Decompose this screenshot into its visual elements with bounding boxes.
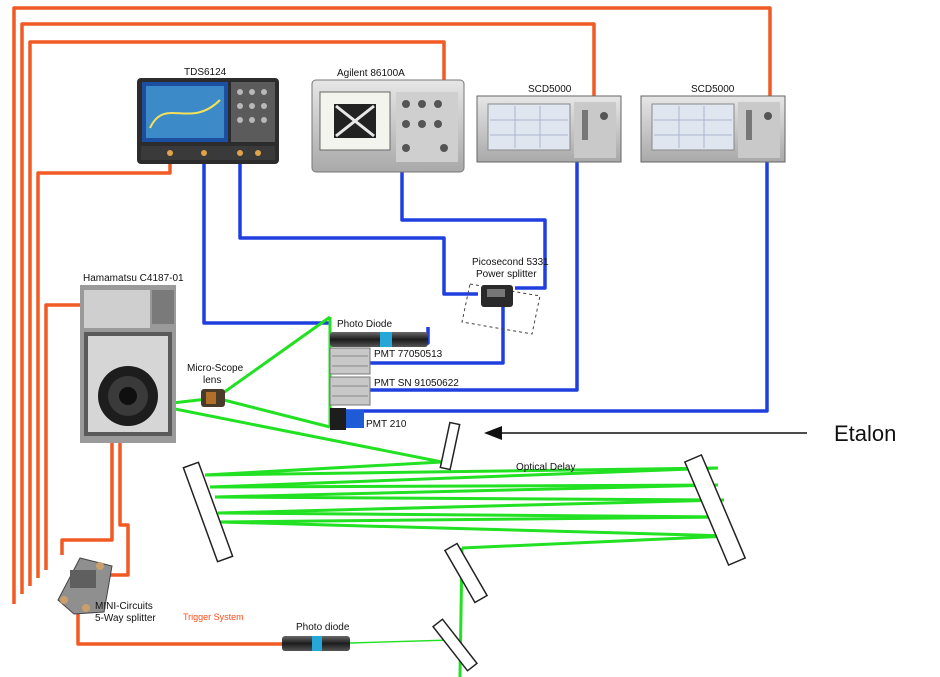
scd5000-right <box>640 95 786 163</box>
pmt-77050513 <box>329 347 371 375</box>
arrow-left-icon <box>484 426 807 440</box>
hamamatsu-c4187-camera <box>80 285 176 443</box>
tds6124-label: TDS6124 <box>184 67 227 78</box>
minicircuits-label-line2: 5-Way splitter <box>95 613 156 624</box>
picosecond-power-splitter <box>461 283 541 335</box>
photo-diode-bottom <box>282 636 350 651</box>
optical-delay-label: Optical Delay <box>516 462 575 473</box>
picosecond-label-line2: Power splitter <box>476 269 537 280</box>
microscope-lens <box>201 389 225 407</box>
agilent-label: Agilent 86100A <box>337 68 405 79</box>
trigger-system-label: Trigger System <box>183 612 244 622</box>
pmt-3-label: PMT 210 <box>366 419 407 430</box>
picosecond-label-line1: Picosecond 5331 <box>472 257 549 268</box>
etalon-label: Etalon <box>834 421 896 446</box>
minicircuits-splitter <box>57 557 113 615</box>
pmt-210 <box>330 408 364 430</box>
microscope-label-line2: lens <box>203 375 221 386</box>
agilent-86100a <box>311 79 465 173</box>
photo-diode-top-label: Photo Diode <box>337 319 392 330</box>
pmt-sn-91050622 <box>329 376 371 406</box>
scd-left-label: SCD5000 <box>528 84 572 95</box>
scd5000-left <box>476 95 622 163</box>
pmt-2-label: PMT SN 91050622 <box>374 378 459 389</box>
microscope-label-line1: Micro-Scope <box>187 363 244 374</box>
trigger-mirror <box>431 618 479 672</box>
optical-delay-left-mirror <box>182 461 234 563</box>
scd-right-label: SCD5000 <box>691 84 735 95</box>
tds6124-oscilloscope <box>137 78 279 164</box>
photo-diode-top <box>330 332 428 347</box>
signal-cables <box>202 160 769 413</box>
laser-beams <box>154 315 731 677</box>
photo-diode-bottom-label: Photo diode <box>296 622 350 633</box>
lower-mirror <box>443 542 489 604</box>
minicircuits-label-line1: MINI-Circuits <box>95 601 153 612</box>
optical-delay-right-mirror <box>683 453 747 567</box>
pmt-1-label: PMT 77050513 <box>374 349 443 360</box>
rf-cables <box>12 6 772 646</box>
hamamatsu-label: Hamamatsu C4187-01 <box>83 273 184 284</box>
etalon-mirror <box>439 421 461 471</box>
